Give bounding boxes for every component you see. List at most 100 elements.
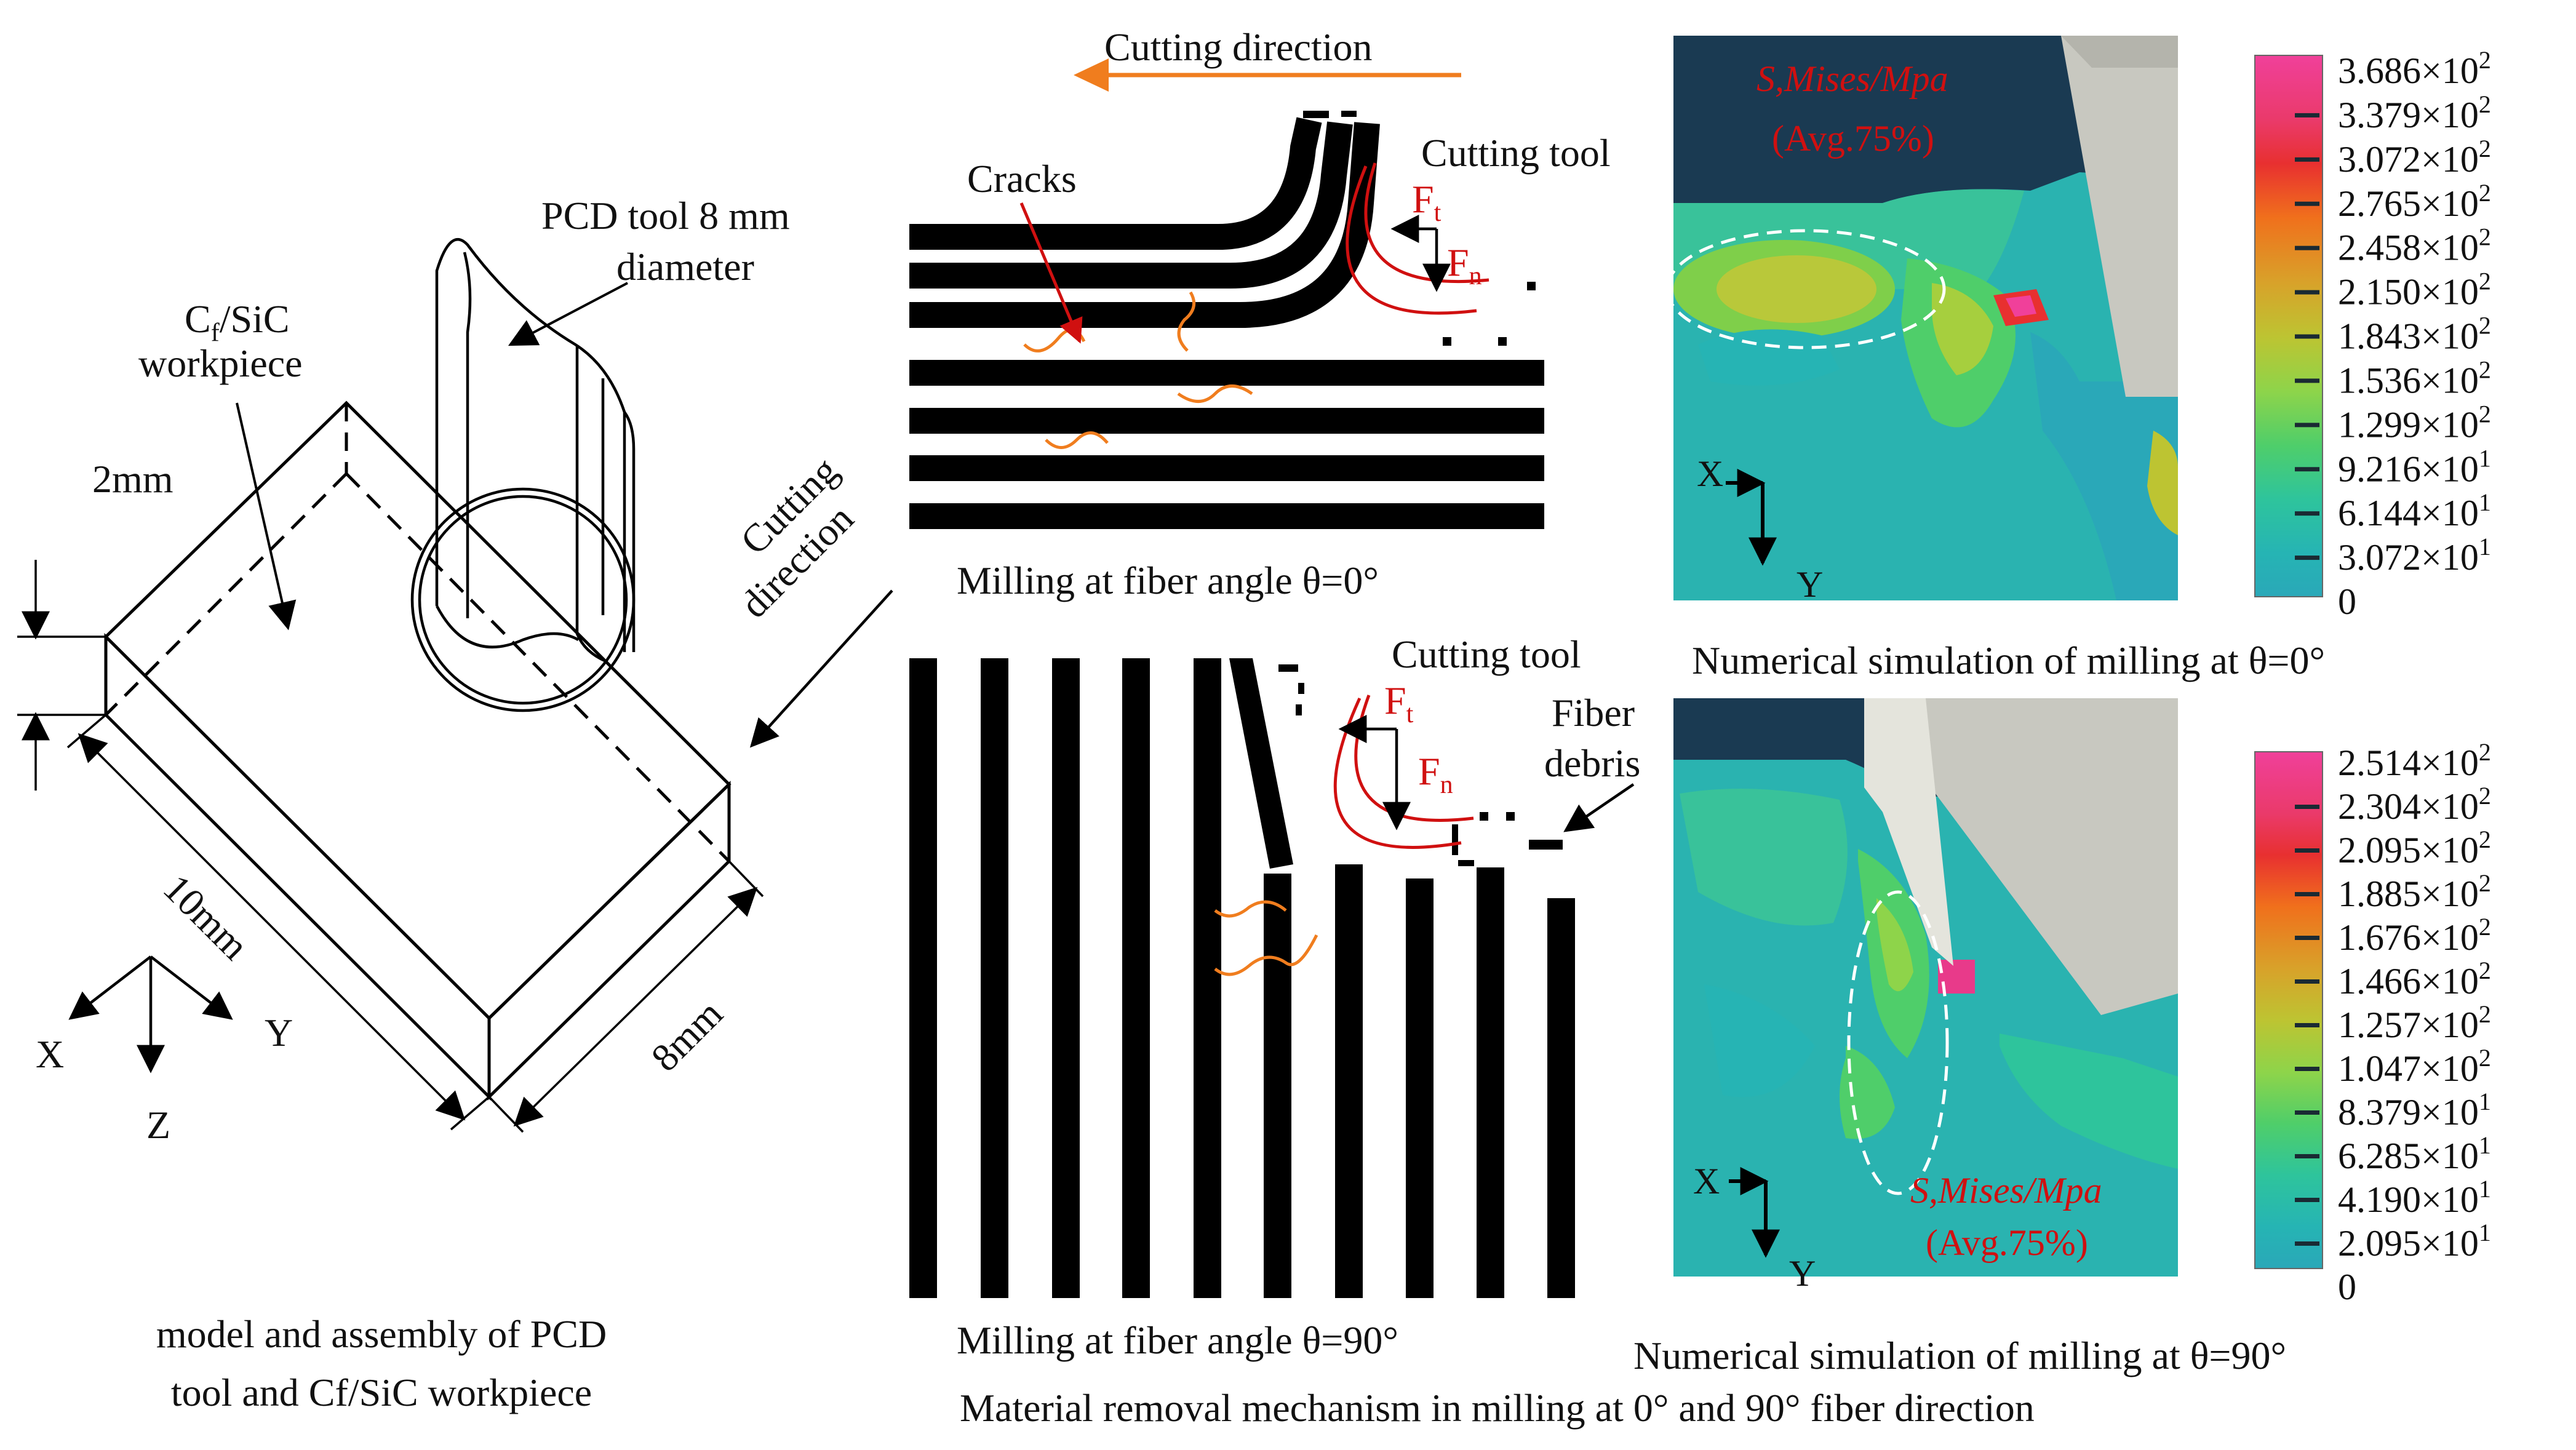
stress-label-bottom: S,Mises/Mpa xyxy=(1910,1170,2102,1211)
crack-line xyxy=(1045,431,1109,449)
tool-block xyxy=(2061,36,2178,397)
colorbar-tick xyxy=(2295,290,2319,295)
caption-90deg: Milling at fiber angle θ=90° xyxy=(957,1318,1398,1362)
tool-label-line1: PCD tool 8 mm xyxy=(541,194,790,237)
tool-contact-circle-inner xyxy=(418,495,628,705)
dim-8mm xyxy=(488,860,764,1133)
crack-line xyxy=(1214,900,1287,918)
axis-x-label: X xyxy=(36,1032,64,1076)
colorbar-value: 3.686×102 xyxy=(2338,46,2491,91)
colorbar-tick xyxy=(2295,892,2319,896)
avg-label-top: (Avg.75%) xyxy=(1772,118,1934,159)
fiber-horizontal xyxy=(909,360,1544,386)
stress-label-top: S,Mises/Mpa xyxy=(1757,58,1948,99)
pcd-tool xyxy=(410,237,636,712)
workpiece-left-face xyxy=(104,632,491,1101)
caption-sim-0deg: Numerical simulation of milling at θ=0° xyxy=(1692,639,2325,682)
colorbar-value: 8.379×101 xyxy=(2338,1088,2491,1133)
colorbar-value: 2.304×102 xyxy=(2338,782,2491,827)
colorbar-value: 3.072×101 xyxy=(2338,533,2491,578)
forces-0deg xyxy=(1390,215,1451,292)
colorbar-tick xyxy=(2295,113,2319,118)
fiber-vertical xyxy=(1194,658,1221,1298)
colorbar-top xyxy=(2254,55,2323,597)
fiber-vertical xyxy=(1547,898,1575,1298)
cracks-label: Cracks xyxy=(967,157,1077,201)
colorbar-tick xyxy=(2295,334,2319,339)
cutting-direction-arrow xyxy=(749,589,893,748)
colorbar-tick xyxy=(2295,1067,2319,1071)
colorbar-tick xyxy=(2295,245,2319,250)
colorbar-tick xyxy=(2295,936,2319,940)
tool-block xyxy=(1864,698,2178,1015)
colorbar-value: 9.216×101 xyxy=(2338,444,2491,489)
fiber-vertical xyxy=(1477,867,1504,1298)
left-caption-line2: tool and Cf/SiC workpiece xyxy=(171,1371,592,1414)
colorbar-value: 1.885×102 xyxy=(2338,869,2491,914)
colorbar-tick xyxy=(2295,1110,2319,1115)
tool-label-line2: diameter xyxy=(616,245,754,289)
colorbar-value: 0 xyxy=(2338,581,2356,622)
tool-body xyxy=(435,237,626,652)
colorbar-value: 2.095×102 xyxy=(2338,826,2491,870)
colorbar-bottom xyxy=(2254,751,2323,1269)
colorbar-value: 3.072×102 xyxy=(2338,135,2491,180)
axis-y-bottom: Y xyxy=(1789,1253,1816,1294)
colorbar-tick xyxy=(2295,467,2319,472)
colorbar-value: 2.458×102 xyxy=(2338,223,2491,268)
main-caption: Material removal mechanism in milling at… xyxy=(960,1386,2035,1430)
dim-10mm-label: 10mm xyxy=(155,866,257,968)
colorbar-tick xyxy=(2295,556,2319,560)
colorbar-value: 2.095×101 xyxy=(2338,1219,2491,1264)
workpiece-label-line2: workpiece xyxy=(138,341,303,385)
axis-y-top: Y xyxy=(1796,564,1823,605)
fiber-curled xyxy=(909,121,1353,289)
fiber-horizontal xyxy=(909,408,1544,434)
colorbar-tick xyxy=(2295,511,2319,516)
workpiece-leader-arrow xyxy=(236,402,297,631)
axis-z-label: Z xyxy=(146,1103,170,1147)
colorbar-value: 1.536×102 xyxy=(2338,356,2491,400)
fiber-curled xyxy=(909,117,1322,250)
force-ft-label-top: Ft xyxy=(1412,177,1442,227)
fiber-vertical xyxy=(981,658,1008,1298)
tool-profile xyxy=(1354,695,1474,822)
fiber-bent xyxy=(1229,658,1293,869)
avg-label-bottom: (Avg.75%) xyxy=(1926,1222,2088,1263)
tool-edge xyxy=(623,411,636,652)
fiber-horizontal xyxy=(909,503,1544,529)
force-fn-label-top: Fn xyxy=(1447,241,1482,290)
caption-sim-90deg: Numerical simulation of milling at θ=90° xyxy=(1633,1334,2286,1377)
tool-helix xyxy=(436,605,580,649)
colorbar-tick xyxy=(2295,157,2319,162)
crack-line xyxy=(1177,291,1196,352)
fiber-horizontal xyxy=(909,455,1544,481)
tool-flute xyxy=(575,346,607,663)
colorbar-tick xyxy=(2295,1154,2319,1158)
colorbar-value: 6.285×101 xyxy=(2338,1131,2491,1176)
colorbar-tick xyxy=(2295,423,2319,428)
cracks-90deg xyxy=(1214,900,1318,976)
simulation-image-90deg xyxy=(1673,698,2178,1277)
hidden-edge xyxy=(345,472,730,862)
dim-2mm xyxy=(17,560,106,791)
highlight-ellipse xyxy=(1847,890,1949,1195)
fiber-vertical xyxy=(909,658,937,1298)
cracks-pointer xyxy=(1019,202,1083,344)
colorbar-value: 1.299×102 xyxy=(2338,400,2491,445)
colorbar-value: 1.843×102 xyxy=(2338,312,2491,357)
colorbar-tick xyxy=(2295,1023,2319,1027)
dim-8mm-label: 8mm xyxy=(643,992,731,1080)
colorbar-tick xyxy=(2295,201,2319,206)
colorbar-tick xyxy=(2295,1241,2319,1246)
fiber-debris-label-1: Fiber xyxy=(1552,691,1635,735)
fibers-0deg xyxy=(909,360,1544,529)
fiber-vertical xyxy=(1406,878,1434,1298)
colorbar-value: 0 xyxy=(2338,1267,2356,1307)
colorbar-value: 2.514×102 xyxy=(2338,738,2491,783)
dim-10mm xyxy=(66,714,490,1131)
force-ft-label-bottom: Ft xyxy=(1384,679,1414,728)
tool-profile xyxy=(1346,165,1477,315)
crack-line xyxy=(1177,384,1253,403)
colorbar-value: 1.676×102 xyxy=(2338,913,2491,958)
